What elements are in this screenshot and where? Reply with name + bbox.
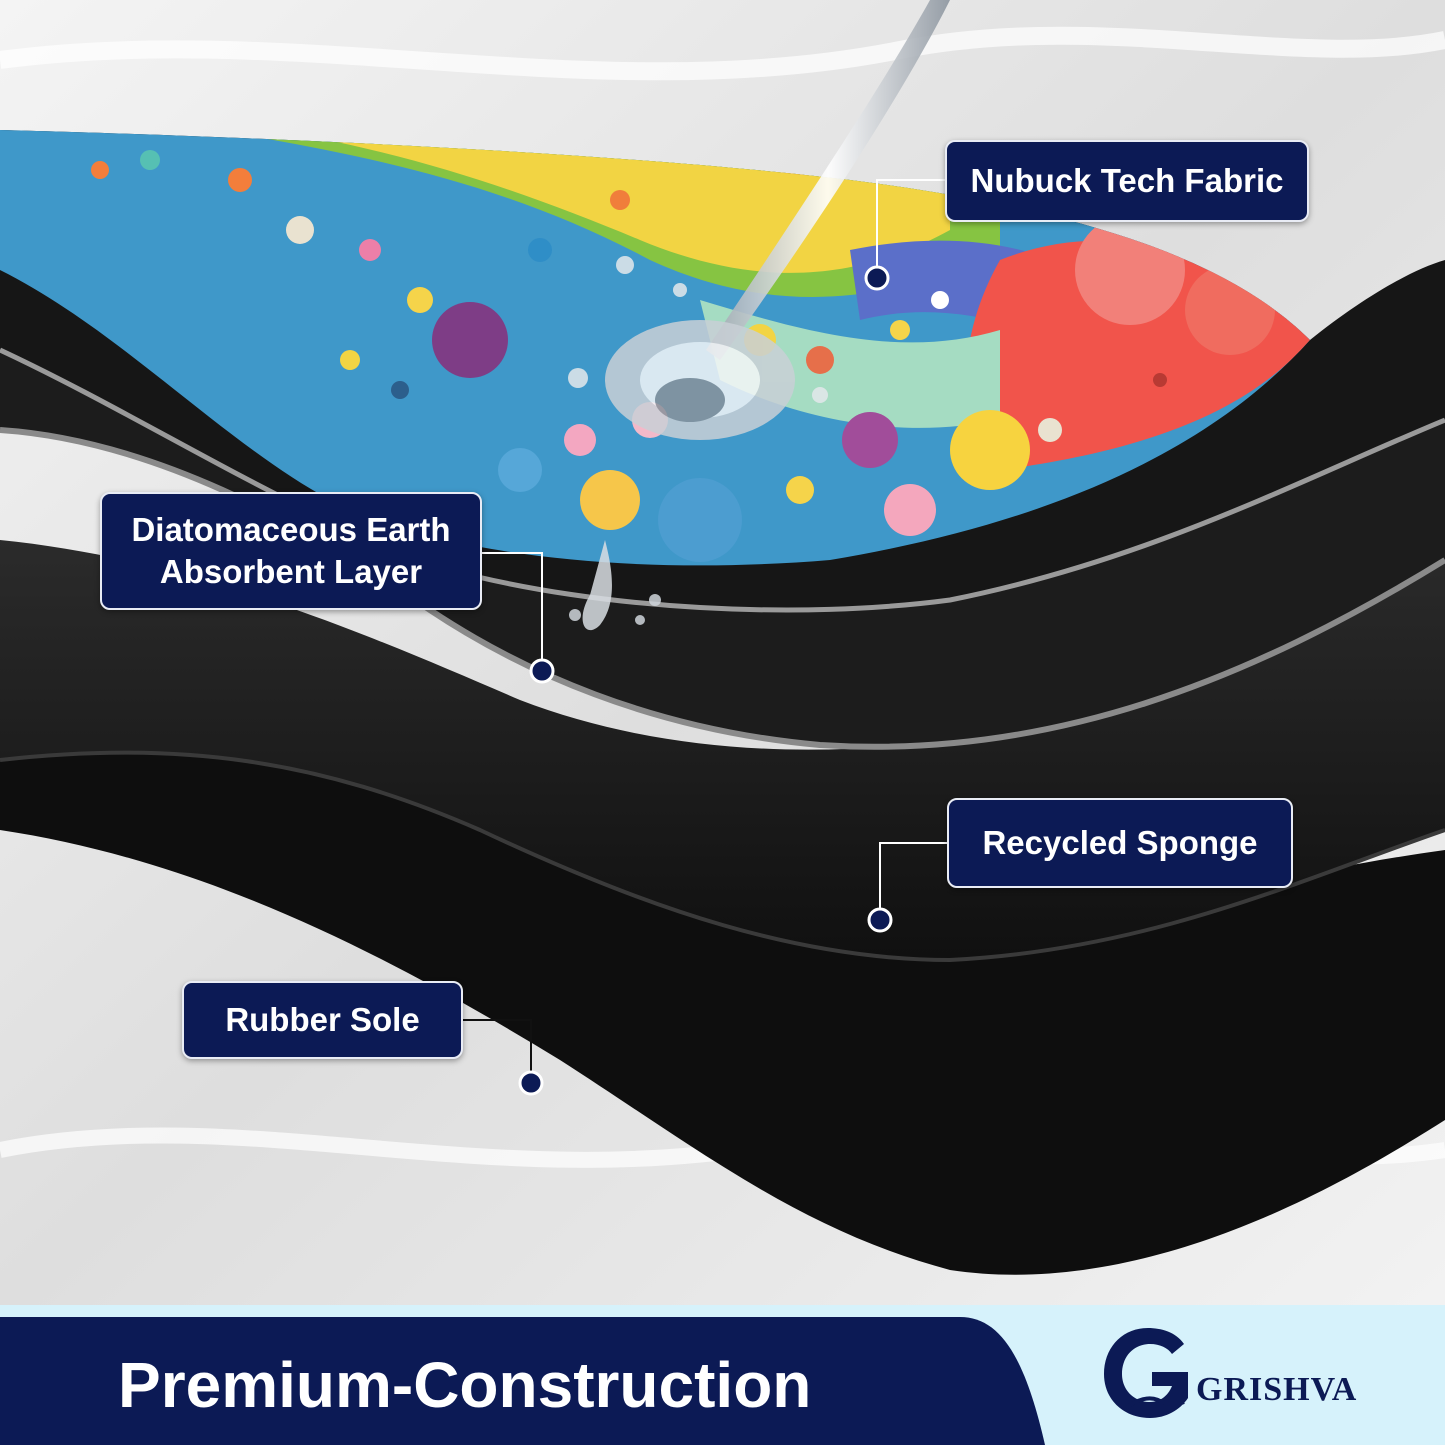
callout-diatomaceous-line1: Diatomaceous Earth xyxy=(131,511,451,548)
callout-nubuck-tech-fabric: Nubuck Tech Fabric xyxy=(945,140,1309,222)
marker-diatomaceous xyxy=(529,658,555,684)
connector-line-sponge xyxy=(879,842,947,920)
top-layer-edge xyxy=(0,347,1445,613)
water-drip xyxy=(569,540,661,631)
background-ripple xyxy=(0,26,1445,81)
footer-bar xyxy=(0,1305,1445,1445)
water-stream xyxy=(706,0,950,360)
callout-sponge-text: Recycled Sponge xyxy=(982,824,1258,861)
callout-rubber-text: Rubber Sole xyxy=(225,1001,420,1038)
marker-rubber xyxy=(518,1070,544,1096)
callout-rubber-sole: Rubber Sole xyxy=(182,981,463,1059)
connector-line-diatomaceous xyxy=(482,552,543,671)
marker-fabric xyxy=(864,265,890,291)
callout-diatomaceous-line2: Absorbent Layer xyxy=(159,553,423,590)
diatomaceous-earth-layer xyxy=(0,270,1445,747)
callout-fabric-text: Nubuck Tech Fabric xyxy=(970,162,1284,199)
footer-title: Premium-Construction xyxy=(118,1349,812,1421)
connector-line-rubber xyxy=(463,1019,532,1083)
rubber-sole-layer xyxy=(0,744,1445,1275)
connector-line-fabric xyxy=(876,179,945,278)
footer-title-band xyxy=(0,1317,1045,1445)
callout-recycled-sponge: Recycled Sponge xyxy=(947,798,1293,888)
sponge-edge xyxy=(0,750,1445,963)
handshake-g-logo-icon xyxy=(1104,1328,1188,1418)
brand-name: GRISHVA xyxy=(1196,1371,1358,1408)
callout-diatomaceous-earth: Diatomaceous Earth Absorbent Layer xyxy=(100,492,482,610)
water-splash xyxy=(568,256,828,440)
marker-sponge xyxy=(867,907,893,933)
